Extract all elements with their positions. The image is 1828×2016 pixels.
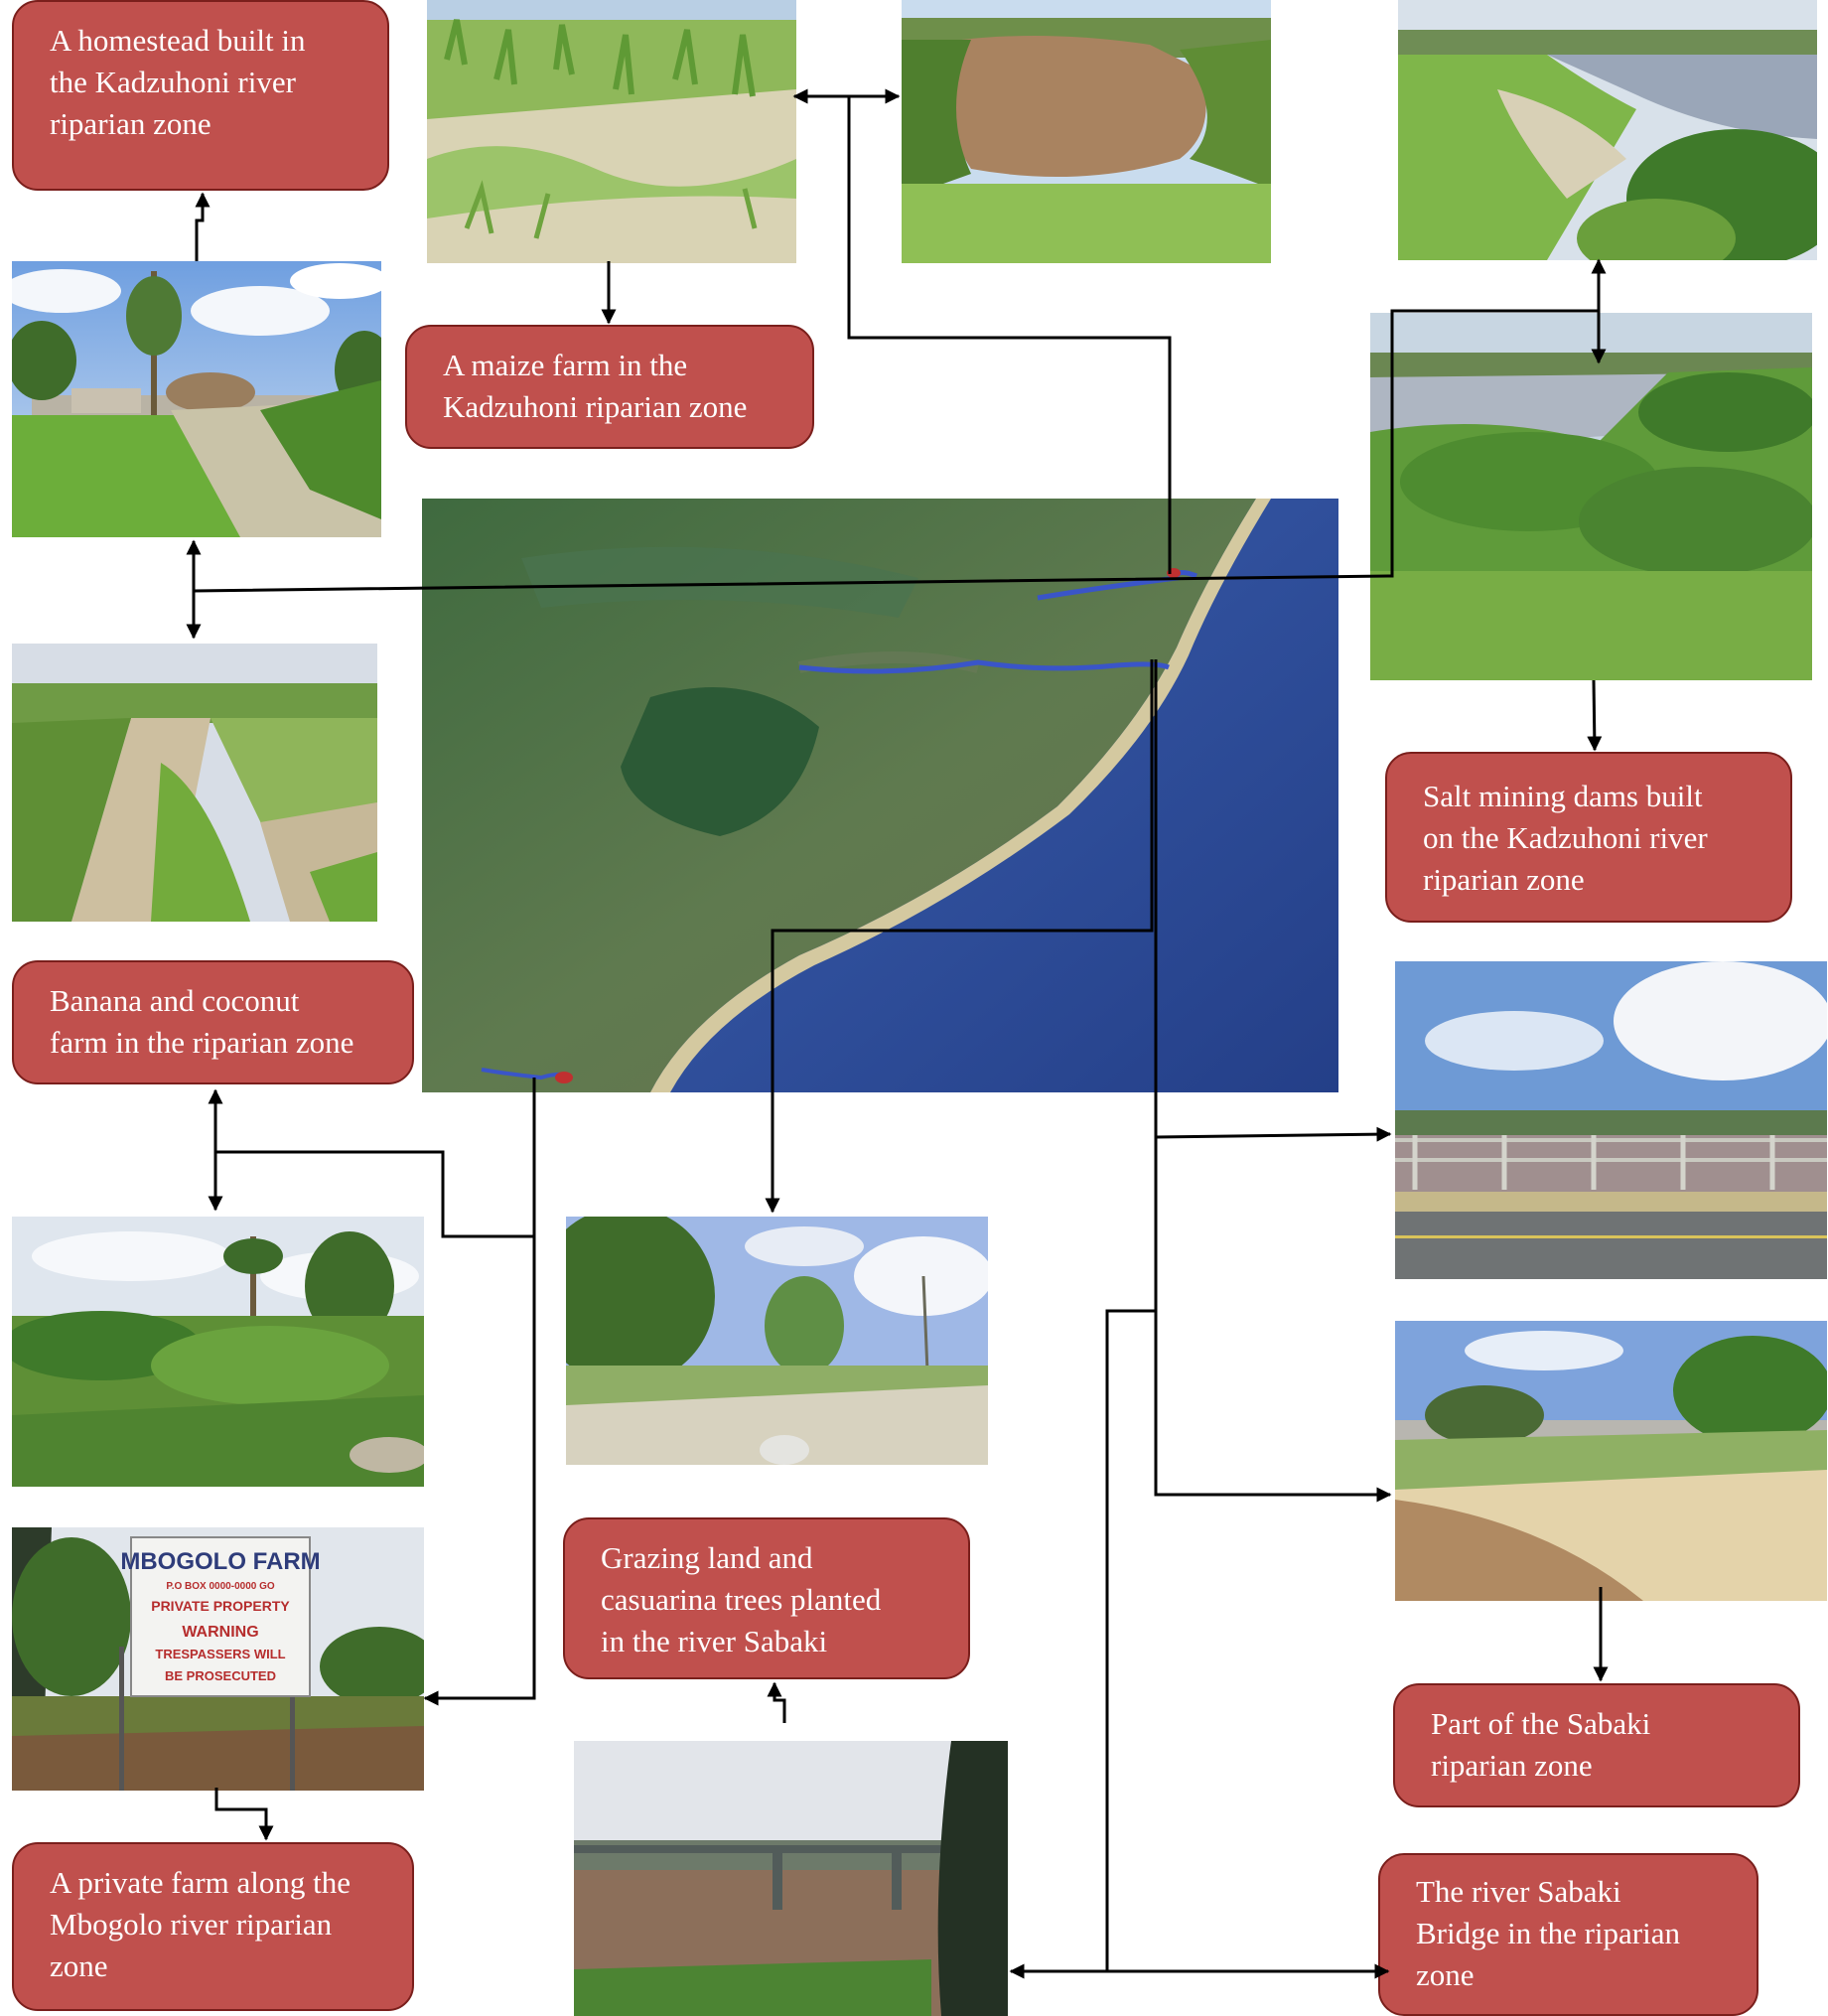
arrow-private-farm [214,1788,274,1841]
kadzuhoni-river-photo [902,0,1271,263]
label-salt-line-1: Salt mining dams built [1423,779,1703,813]
sabaki-bridge-photo [574,1741,1008,2016]
label-sabaki-part: Part of the Sabaki riparian zone [1393,1683,1800,1807]
line-bridge [1105,1309,1156,1971]
homestead-photo [12,261,381,537]
label-grazing: Grazing land and casuarina trees planted… [563,1517,970,1679]
label-private-farm-line-1: A private farm along the [50,1865,352,1900]
label-sabaki-bridge: The river Sabaki Bridge in the riparian … [1378,1853,1758,2016]
label-grazing-line-1: Grazing land and [601,1540,813,1575]
label-maize-farm: A maize farm in the Kadzuhoni riparian z… [405,325,814,449]
label-salt-line-3: riparian zone [1423,862,1585,897]
sign-line-5: TRESPASSERS WILL [155,1647,285,1661]
sabaki-road-photo [1395,961,1827,1279]
label-private-farm-line-2: Mbogolo river riparian [50,1907,333,1942]
label-homestead-line-3: riparian zone [50,106,211,141]
arrow-grazing-label [767,1681,786,1723]
banana-coconut-farm-photo [12,1217,424,1487]
sign-line-1: MBOGOLO FARM [120,1548,320,1575]
salt-mining-upper-photo [1398,0,1817,260]
label-maize-line-2: Kadzuhoni riparian zone [443,389,748,424]
arrow-salt-label [1587,679,1603,752]
label-bridge-line-3: zone [1416,1957,1475,1992]
label-sabaki-part-line-1: Part of the Sabaki [1431,1706,1651,1741]
label-homestead: A homestead built in the Kadzuhoni river… [12,0,389,191]
gully-photo [12,644,377,922]
maize-farm-photo [427,0,796,263]
arrow-mbogolo-sign [423,1078,536,1706]
label-banana-coconut: Banana and coconut farm in the riparian … [12,960,414,1084]
arrow-homestead [195,192,211,261]
grazing-land-photo [566,1217,988,1465]
label-homestead-line-1: A homestead built in [50,23,306,58]
label-banana-line-2: farm in the riparian zone [50,1025,354,1060]
label-private-farm: A private farm along the Mbogolo river r… [12,1842,414,2011]
label-private-farm-line-3: zone [50,1948,108,1983]
label-grazing-line-3: in the river Sabaki [601,1624,828,1658]
label-homestead-line-2: the Kadzuhoni river [50,65,296,99]
sign-line-3: PRIVATE PROPERTY [151,1598,290,1614]
label-grazing-line-2: casuarina trees planted [601,1582,882,1617]
satellite-map [422,499,1338,1092]
sign-line-2: P.O BOX 0000-0000 GO [166,1581,275,1592]
sign-line-6: BE PROSECUTED [165,1668,276,1683]
label-bridge-line-1: The river Sabaki [1416,1874,1621,1909]
label-salt-mining: Salt mining dams built on the Kadzuhoni … [1385,752,1792,923]
label-salt-line-2: on the Kadzuhoni river [1423,820,1708,855]
label-banana-line-1: Banana and coconut [50,983,300,1018]
label-sabaki-part-line-2: riparian zone [1431,1748,1593,1783]
arrow-road [1155,1126,1392,1142]
sabaki-riparian-photo [1395,1321,1827,1601]
label-bridge-line-2: Bridge in the riparian [1416,1916,1680,1950]
sign-line-4: WARNING [182,1624,258,1641]
label-maize-line-1: A maize farm in the [443,348,688,382]
salt-mining-lower-photo [1370,313,1812,680]
mbogolo-sign-photo: MBOGOLO FARM P.O BOX 0000-0000 GO PRIVAT… [12,1527,424,1791]
